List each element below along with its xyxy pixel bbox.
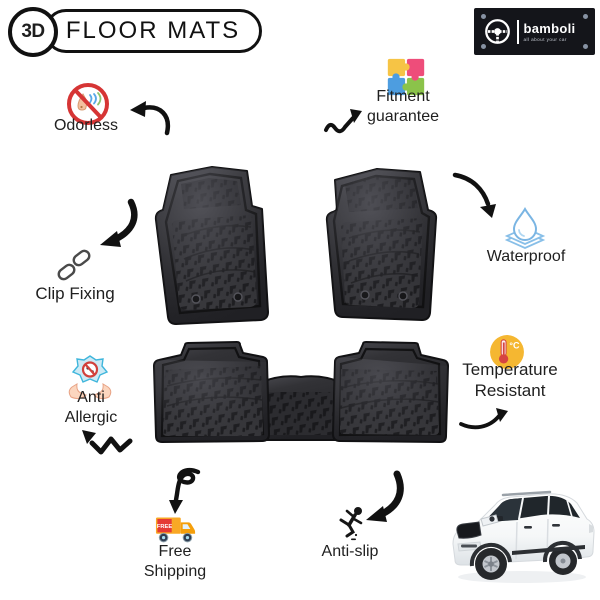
front-right-floor-mat (325, 168, 438, 321)
feature-temperature-label: Temperature Resistant (462, 360, 558, 400)
squiggle-arrow-up-right-icon (324, 109, 362, 134)
brand-separator (517, 19, 519, 44)
svg-text:FREE: FREE (157, 524, 172, 530)
water-drop-icon (504, 206, 546, 249)
curved-arrow-left-icon (130, 101, 171, 136)
feature-anti-allergic-label: Anti Allergic (64, 389, 118, 426)
rivet-dot (583, 14, 588, 19)
title-pill: FLOOR MATS (44, 9, 262, 53)
slipping-person-icon (339, 507, 363, 541)
curved-arrow-up-right-icon (459, 408, 508, 430)
feature-waterproof-label: Waterproof (486, 248, 566, 265)
page-title: FLOOR MATS (65, 17, 241, 44)
feature-free-shipping-label: Free Shipping (143, 543, 207, 580)
steering-wheel-icon (485, 19, 510, 44)
zigzag-arrow-icon (82, 430, 133, 455)
delivery-truck-icon: FREE (155, 517, 196, 543)
brand-logo: bamboli all about your car (474, 8, 595, 55)
svg-text:°C: °C (509, 340, 520, 350)
front-left-floor-mat (154, 166, 269, 325)
curved-arrow-down-right-icon (452, 172, 496, 218)
thick-arrow-down-left-icon (366, 470, 404, 522)
brand-name: bamboli (523, 20, 576, 36)
puzzle-icon (387, 58, 425, 96)
brand-tagline: all about your car (523, 36, 567, 42)
3d-badge: 3D (8, 7, 58, 57)
feature-odorless-label: Odorless (53, 117, 119, 134)
curved-arrow-down-left-icon (100, 198, 138, 247)
no-odor-icon (67, 83, 109, 125)
loop-arrow-down-icon (169, 467, 201, 514)
shield-hands-icon (68, 355, 112, 400)
floor-mats-photo (153, 166, 449, 443)
feature-fitment-label: Fitment guarantee (366, 88, 440, 125)
3d-badge-label: 3D (21, 21, 45, 42)
chain-link-icon (57, 249, 91, 281)
feature-clip-fixing-label: Clip Fixing (35, 284, 115, 303)
thermometer-icon: °C (490, 335, 524, 369)
feature-anti-slip-label: Anti-slip (321, 543, 379, 560)
rear-floor-mat (153, 341, 449, 443)
rivet-dot (583, 44, 588, 49)
suv-photo (452, 490, 595, 583)
rivet-dot (481, 44, 486, 49)
rivet-dot (481, 14, 486, 19)
